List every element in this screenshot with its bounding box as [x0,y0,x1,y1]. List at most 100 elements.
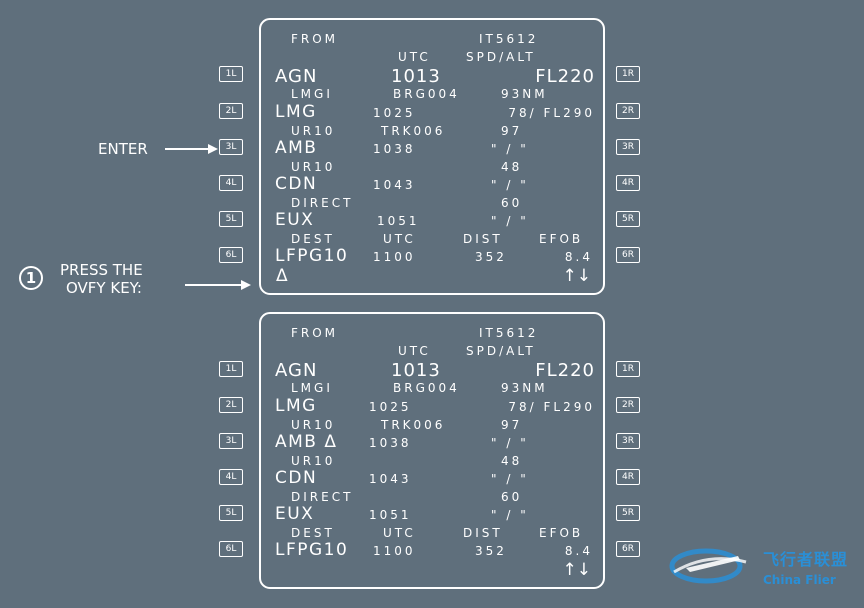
waypoint-ident: AGN [275,360,318,381]
lsk-6l-button[interactable]: 6L [219,247,243,263]
lsk-1r-button[interactable]: 1R [616,66,640,82]
step-number-badge: 1 [19,266,43,290]
distance-label: 48 [501,454,523,468]
dist-label: DIST [463,232,503,246]
utc-header: UTC [398,50,431,64]
spd-alt-header: SPD/ALT [466,50,536,64]
utc-header: UTC [398,344,431,358]
dest-label: DEST [291,526,335,540]
press-annotation-line2: OVFY KEY: [66,279,142,297]
waypoint-ident: LMG [275,396,317,416]
lsk-5r-button[interactable]: 5R [616,505,640,521]
lsk-6r-button[interactable]: 6R [616,247,640,263]
waypoint-time: 1025 [373,106,416,120]
enter-arrow-icon [208,144,218,154]
distance-label: 60 [501,490,523,504]
waypoint-time: 1025 [369,400,412,414]
efob-label: EFOB [539,232,584,246]
distance-label: 93NM [501,381,548,395]
airway-label: UR10 [291,418,336,432]
waypoint-alt: " / " [491,142,529,156]
lsk-5r-button[interactable]: 5R [616,211,640,227]
destination-distance: 352 [475,250,507,264]
flight-number: IT5612 [479,32,539,46]
waypoint-time: 1038 [369,436,412,450]
lsk-4l-button[interactable]: 4L [219,175,243,191]
waypoint-ident: AGN [275,66,318,87]
destination-time: 1100 [373,250,416,264]
distance-label: 97 [501,124,523,138]
waypoint-time: 1013 [391,66,441,87]
press-arrow-line [185,284,243,286]
waypoint-time: 1038 [373,142,416,156]
waypoint-time: 1051 [377,214,420,228]
lsk-6l-button[interactable]: 6L [219,541,243,557]
airway-label: UR10 [291,454,336,468]
press-arrow-icon [241,280,251,290]
lsk-6r-button[interactable]: 6R [616,541,640,557]
ovfy-delta-icon: Δ [276,266,290,286]
lsk-4l-button[interactable]: 4L [219,469,243,485]
destination-ident: LFPG10 [275,540,349,560]
watermark-cn-text: 飞行者联盟 [763,550,849,569]
waypoint-alt: " / " [491,214,529,228]
scroll-arrows-icon[interactable]: ↑↓ [562,560,592,580]
airway-label: LMGI [291,381,333,395]
lsk-1l-button[interactable]: 1L [219,361,243,377]
flight-number: IT5612 [479,326,539,340]
destination-efob: 8.4 [564,544,593,558]
airway-label: DIRECT [291,196,354,210]
waypoint-ident: CDN [275,174,318,194]
waypoint-ident: AMB [275,138,318,158]
airway-label: UR10 [291,160,336,174]
lsk-1r-button[interactable]: 1R [616,361,640,377]
lsk-2l-button[interactable]: 2L [219,103,243,119]
lsk-3r-button[interactable]: 3R [616,433,640,449]
scroll-arrows-icon[interactable]: ↑↓ [562,266,592,286]
lsk-3r-button[interactable]: 3R [616,139,640,155]
distance-label: 60 [501,196,523,210]
lsk-5l-button[interactable]: 5L [219,505,243,521]
step-number: 1 [25,269,37,287]
distance-label: 93NM [501,87,548,101]
waypoint-ident-overfly: AMB Δ [275,432,338,452]
destination-time: 1100 [373,544,416,558]
spd-alt-header: SPD/ALT [466,344,536,358]
waypoint-ident: CDN [275,468,318,488]
waypoint-time: 1013 [391,360,441,381]
track-label: TRK006 [381,418,446,432]
waypoint-time: 1043 [373,178,416,192]
track-label: TRK006 [381,124,446,138]
waypoint-alt: 78/ FL290 [508,106,595,120]
bearing-label: BRG004 [393,381,460,395]
waypoint-time: 1043 [369,472,412,486]
enter-annotation: ENTER [98,140,148,158]
lsk-4r-button[interactable]: 4R [616,175,640,191]
waypoint-alt: 78/ FL290 [508,400,595,414]
waypoint-ident: LMG [275,102,317,122]
dist-label: DIST [463,526,503,540]
lsk-3l-button[interactable]: 3L [219,139,243,155]
from-label: FROM [291,326,339,340]
lsk-2l-button[interactable]: 2L [219,397,243,413]
mcdu-screen-top: FROM IT5612 UTC SPD/ALT AGN 1013 FL220 L… [259,18,605,295]
utc-label: UTC [383,232,416,246]
waypoint-alt: " / " [491,436,529,450]
enter-arrow-line [165,148,210,150]
airway-label: DIRECT [291,490,354,504]
waypoint-alt: " / " [491,178,529,192]
from-label: FROM [291,32,339,46]
utc-label: UTC [383,526,416,540]
lsk-1l-button[interactable]: 1L [219,66,243,82]
waypoint-ident: EUX [275,504,315,524]
lsk-2r-button[interactable]: 2R [616,397,640,413]
lsk-2r-button[interactable]: 2R [616,103,640,119]
china-flier-watermark: 飞行者联盟 China Flier [668,532,858,602]
watermark-en-text: China Flier [763,573,836,587]
bearing-label: BRG004 [393,87,460,101]
lsk-5l-button[interactable]: 5L [219,211,243,227]
lsk-3l-button[interactable]: 3L [219,433,243,449]
mcdu-screen-bottom: FROM IT5612 UTC SPD/ALT AGN 1013 FL220 L… [259,312,605,589]
lsk-4r-button[interactable]: 4R [616,469,640,485]
distance-label: 97 [501,418,523,432]
